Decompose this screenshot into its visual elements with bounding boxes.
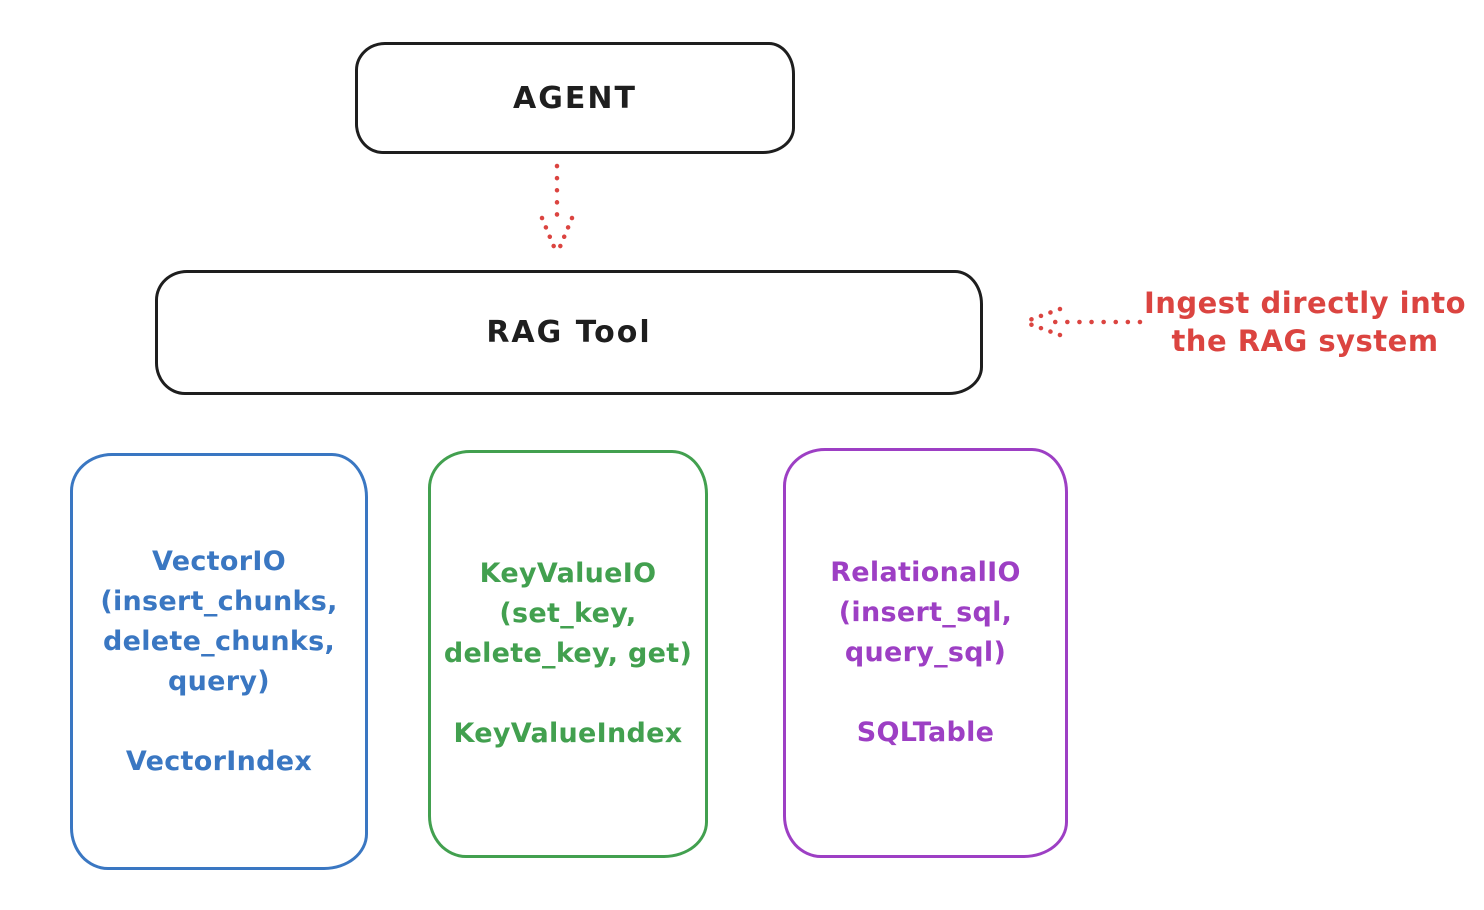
rag-tool-node: RAG Tool	[155, 270, 983, 395]
agent-node: AGENT	[355, 42, 795, 154]
ingest-annotation-arrow-icon	[1021, 306, 1143, 338]
relational-io-card-text: RelationalIO (insert_sql, query_sql) SQL…	[830, 553, 1021, 753]
card-line: (insert_sql,	[838, 597, 1013, 628]
ingest-annotation-line1: Ingest directly into	[1143, 286, 1467, 320]
ingest-annotation: Ingest directly into the RAG system	[1140, 284, 1470, 360]
card-footer: KeyValueIndex	[453, 718, 683, 749]
card-line: RelationalIO	[830, 557, 1021, 588]
keyvalue-io-card-text: KeyValueIO (set_key, delete_key, get) Ke…	[444, 554, 692, 754]
card-line: (insert_chunks,	[100, 585, 338, 617]
card-line: query)	[168, 665, 270, 697]
card-line: delete_chunks,	[102, 625, 336, 657]
agent-to-ragtool-arrow-icon	[539, 163, 575, 257]
card-line: (set_key,	[499, 598, 637, 629]
agent-label: AGENT	[513, 80, 637, 116]
card-footer: VectorIndex	[125, 745, 313, 777]
card-footer: SQLTable	[856, 717, 995, 748]
card-line: KeyValueIO	[479, 558, 657, 589]
vector-io-card-text: VectorIO (insert_chunks, delete_chunks, …	[100, 542, 337, 782]
card-line: VectorIO	[152, 545, 286, 577]
relational-io-card: RelationalIO (insert_sql, query_sql) SQL…	[783, 448, 1068, 858]
card-line: delete_key, get)	[443, 638, 693, 669]
keyvalue-io-card: KeyValueIO (set_key, delete_key, get) Ke…	[428, 450, 708, 858]
card-line: query_sql)	[844, 637, 1007, 668]
rag-tool-label: RAG Tool	[486, 315, 652, 350]
ingest-annotation-line2: the RAG system	[1171, 324, 1439, 358]
vector-io-card: VectorIO (insert_chunks, delete_chunks, …	[70, 453, 368, 870]
